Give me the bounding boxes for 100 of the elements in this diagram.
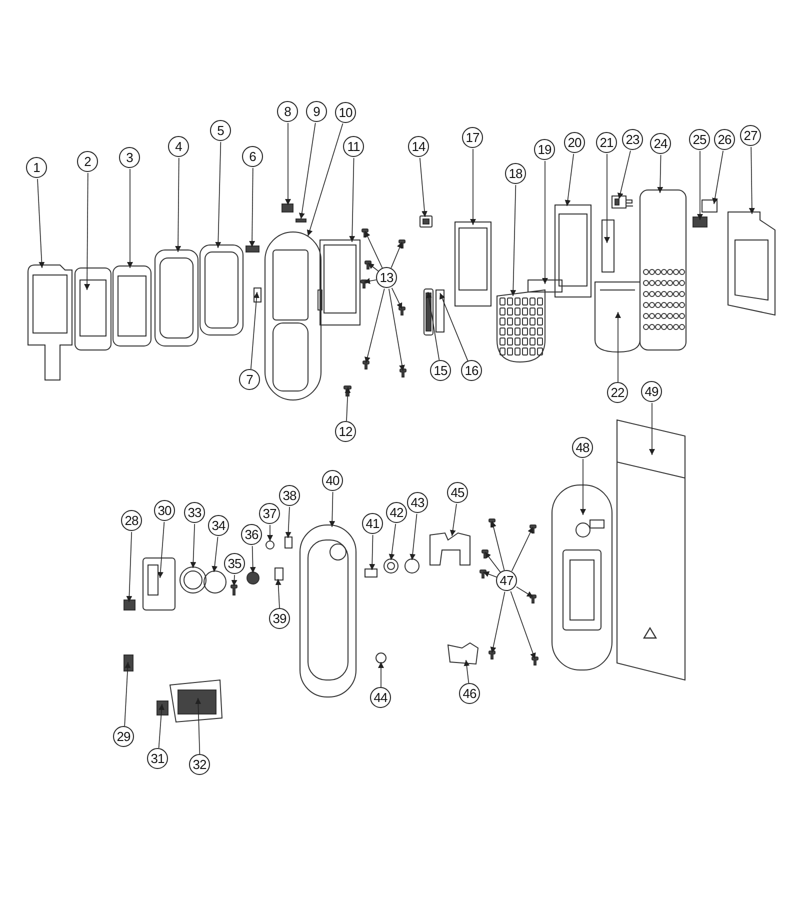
callout-number: 24 (650, 133, 671, 154)
callout-number: 6 (242, 146, 263, 167)
leader-line (712, 150, 724, 204)
leader-line (212, 536, 218, 572)
bezel-frame (154, 250, 198, 346)
callout-number: 18 (505, 163, 526, 184)
small-pad (702, 200, 718, 212)
shield-sheet (430, 532, 470, 566)
side-strip (436, 290, 444, 332)
speaker-bracket (142, 558, 176, 610)
callout-number: 2 (77, 151, 98, 172)
callout-number: 26 (714, 129, 735, 150)
screw (532, 656, 538, 666)
leader-line (510, 184, 516, 296)
small-disc (376, 652, 386, 664)
small-component (420, 216, 432, 228)
leader-line (369, 534, 376, 570)
leader-line (450, 504, 457, 536)
leader-line (231, 574, 238, 586)
leader-line (250, 546, 256, 574)
leader-line (344, 386, 351, 422)
callout-number: 27 (740, 125, 761, 146)
side-key (424, 288, 434, 336)
callout-number: 20 (564, 132, 585, 153)
small-component (692, 216, 708, 228)
leader-line (604, 154, 610, 244)
shield-sheet (594, 282, 640, 352)
leader-line (649, 402, 655, 456)
screw (362, 228, 368, 238)
leader-line (516, 586, 534, 598)
leader-line (617, 150, 631, 200)
keypad-membrane (640, 190, 686, 350)
callout-number: 4 (168, 136, 189, 157)
screw (482, 550, 488, 558)
small-bar (246, 246, 260, 252)
leader-line (84, 172, 90, 290)
callout-number: 46 (459, 683, 480, 704)
callout-number: 49 (641, 381, 662, 402)
small-pad (274, 568, 284, 580)
front-housing (264, 232, 322, 400)
lens-panel (28, 264, 72, 380)
screw (398, 240, 406, 248)
antenna-block (169, 679, 223, 723)
callout-number: 11 (343, 136, 364, 157)
small-pad (284, 536, 292, 548)
leader-line (542, 160, 548, 284)
callout-number: 47 (496, 570, 517, 591)
display-panel (454, 222, 492, 306)
leader-line (285, 122, 291, 206)
leader-line (368, 262, 379, 272)
leader-line (657, 154, 664, 194)
small-clip (282, 204, 294, 212)
ring (180, 566, 206, 594)
middle-frame (300, 524, 356, 698)
leader-line (748, 146, 755, 214)
leader-line (697, 150, 703, 220)
callout-number: 40 (322, 470, 343, 491)
small-disc (266, 540, 274, 550)
leader-line (426, 292, 440, 360)
leader-line (364, 278, 377, 284)
leader-line (470, 148, 476, 226)
callout-number: 48 (572, 437, 593, 458)
leader-line (378, 662, 384, 688)
back-cover (552, 484, 612, 670)
callout-number: 16 (461, 360, 482, 381)
leader-line (615, 312, 621, 382)
leader-line (349, 158, 356, 242)
small-bar (296, 218, 306, 222)
screw (488, 650, 496, 660)
leader-line (420, 158, 428, 218)
callout-number: 41 (362, 513, 383, 534)
display-module (554, 204, 592, 298)
leader-line (195, 698, 202, 754)
callout-number: 37 (259, 503, 280, 524)
callout-number: 14 (408, 136, 429, 157)
leader-line (285, 506, 292, 538)
callout-number: 12 (335, 421, 356, 442)
leader-line (158, 704, 165, 748)
leader-line (127, 168, 133, 268)
callout-number: 38 (279, 485, 300, 506)
callout-number: 15 (430, 360, 451, 381)
bezel-frame (200, 244, 244, 336)
screw (360, 280, 368, 288)
callout-number: 45 (447, 482, 468, 503)
screw (362, 360, 370, 370)
leader-line (410, 514, 418, 560)
screw (488, 518, 496, 528)
callout-number: 19 (534, 139, 555, 160)
connector (612, 196, 634, 208)
callout-number: 28 (121, 510, 142, 531)
leader-line (484, 552, 501, 573)
small-component (124, 600, 136, 610)
leader-line (37, 178, 45, 268)
leader-line (215, 142, 222, 248)
leader-line (490, 591, 506, 654)
callout-number: 23 (622, 129, 643, 150)
leader-line (510, 591, 536, 660)
callout-number: 34 (208, 515, 229, 536)
leader-line (250, 292, 260, 370)
leader-line (390, 242, 402, 268)
